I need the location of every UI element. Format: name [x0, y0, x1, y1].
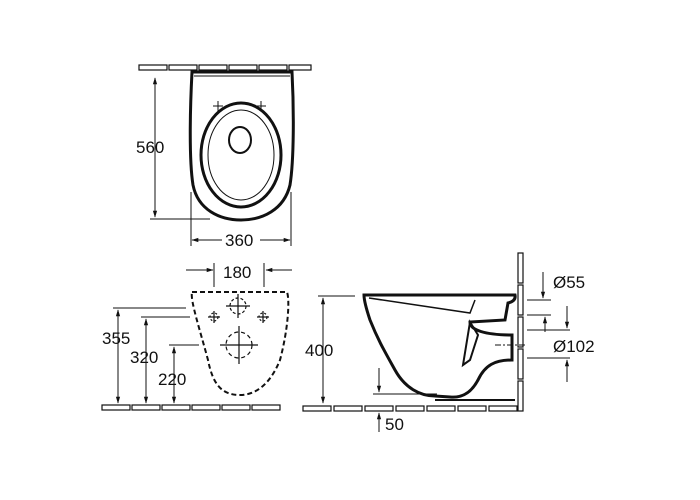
dim-bolt-spacing-180: 180	[223, 263, 251, 282]
dim-height-400: 400	[305, 341, 333, 360]
dim-depth-560: 560	[136, 138, 164, 157]
dim-outlet-diameter: Ø102	[553, 337, 595, 356]
dim-width-360: 360	[225, 231, 253, 250]
wall-side	[517, 252, 524, 412]
seat-inner	[207, 109, 275, 201]
hinge-marks	[213, 101, 266, 111]
seat-outer	[199, 101, 283, 209]
bowl-profile-side	[362, 293, 517, 399]
dim-220: 220	[158, 370, 186, 389]
flush-hole	[228, 126, 252, 154]
side-view: 400 50 Ø55 Ø102	[302, 252, 595, 434]
bowl-outline-top	[188, 70, 295, 222]
dim-320: 320	[130, 348, 158, 367]
dim-355: 355	[102, 329, 130, 348]
dim-inlet-diameter: Ø55	[553, 273, 585, 292]
wall-tiles-top	[138, 64, 312, 71]
fixing-holes	[208, 294, 269, 364]
top-view: 560 360	[136, 64, 312, 250]
floor-tiles-front	[101, 404, 281, 411]
bowl-outline-dashed	[190, 291, 290, 397]
front-view: 180 355 320	[101, 263, 292, 411]
dim-offset-50: 50	[385, 415, 404, 434]
floor-tiles-side	[302, 405, 518, 412]
